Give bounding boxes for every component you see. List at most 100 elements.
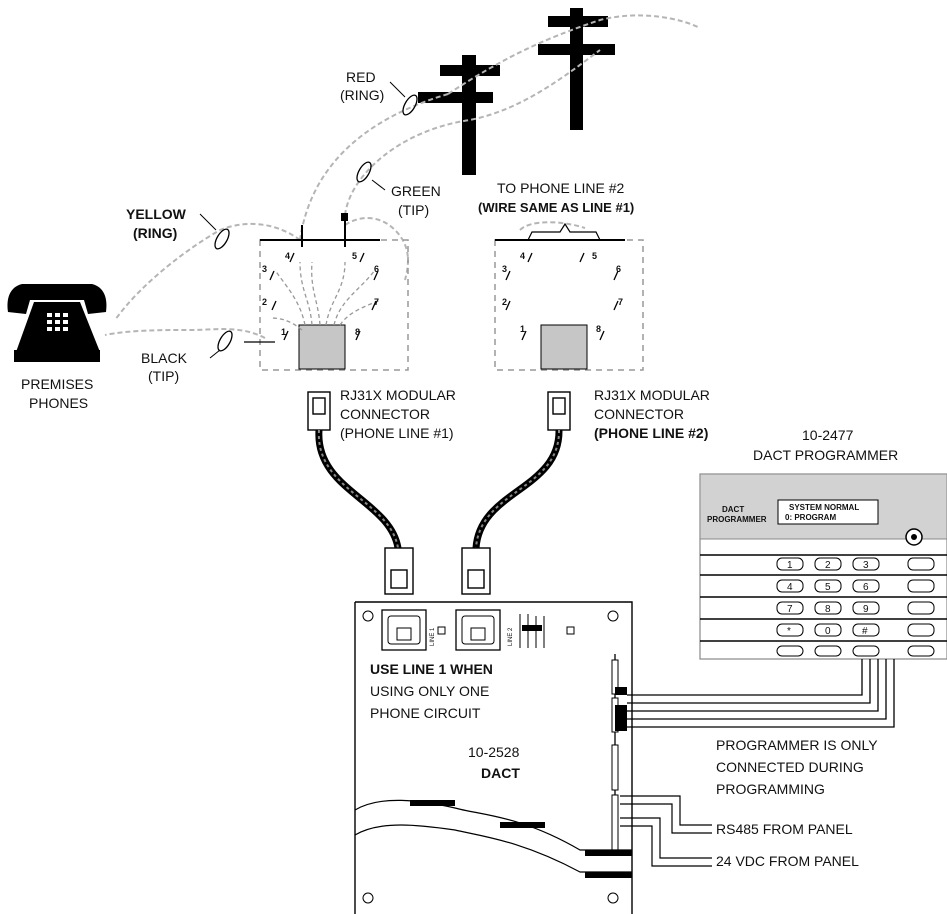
pin-number: 1 [281, 327, 286, 337]
pin-number: 8 [596, 324, 601, 334]
programmer-panel-label: DACT [722, 505, 744, 514]
key-label: * [787, 626, 791, 637]
display-line-1: SYSTEM NORMAL [789, 503, 859, 512]
key-label: 1 [787, 560, 793, 571]
green-wire-marker [356, 161, 372, 183]
black-wire-marker [217, 330, 233, 352]
red-wire-label: RED [346, 69, 376, 85]
modular-cables [307, 391, 571, 595]
pin-number: 7 [374, 297, 379, 307]
telephone-pole-icon [418, 55, 500, 175]
green-wire-sub: (TIP) [398, 202, 429, 218]
terminal-strip [611, 654, 627, 851]
line2-note-2: (WIRE SAME AS LINE #1) [478, 200, 634, 215]
key-8[interactable]: 8 [814, 601, 842, 615]
key-label: 2 [825, 560, 831, 571]
key-label: 8 [825, 604, 831, 615]
panel-wires [620, 795, 712, 867]
programmer-display [777, 499, 879, 525]
key-7[interactable]: 7 [776, 601, 804, 615]
jack2-label-3: (PHONE LINE #2) [594, 425, 708, 441]
telephone-pole-icon [538, 8, 615, 130]
programmer-title: DACT PROGRAMMER [753, 447, 898, 463]
function-keys [907, 557, 935, 657]
pin-number: 1 [520, 324, 525, 334]
rj31x-jack-2: 1 2 3 4 5 6 7 8 [494, 239, 644, 371]
key-label: 3 [863, 560, 869, 571]
pin-number: 4 [285, 251, 290, 261]
key-9[interactable]: 9 [852, 601, 880, 615]
pin-number: 4 [520, 251, 525, 261]
key-star[interactable]: * [776, 623, 804, 637]
pin-number: 3 [502, 264, 507, 274]
function-key[interactable] [907, 579, 935, 593]
premises-label-2: PHONES [29, 395, 88, 411]
key-label: 4 [787, 582, 793, 593]
modular-plug-icon [547, 391, 571, 431]
dact-model: 10-2528 [468, 744, 520, 760]
line1-label: LINE 1 [430, 627, 436, 646]
key-0[interactable]: 0 [814, 623, 842, 637]
telephone-icon [7, 284, 107, 362]
red-wire-marker [402, 94, 418, 116]
pin-number: 7 [618, 297, 623, 307]
programmer-note-line-2: CONNECTED DURING [716, 759, 864, 775]
dact-note-line-2: USING ONLY ONE [370, 683, 489, 699]
programmer-note-line-1: PROGRAMMER IS ONLY [716, 737, 878, 753]
wire-markers [214, 94, 418, 352]
line2-bracket [527, 222, 601, 241]
programmer-cable [627, 659, 895, 728]
jack2-label: RJ31X MODULAR [594, 387, 710, 403]
black-wire-sub: (TIP) [148, 368, 179, 384]
modular-plug-icon [384, 547, 414, 595]
key-3[interactable]: 3 [852, 557, 880, 571]
green-wire-label: GREEN [391, 183, 441, 199]
pin-number: 6 [374, 264, 379, 274]
rj31x-jack-1: 1 2 3 4 5 6 7 8 [244, 213, 409, 371]
function-key[interactable] [907, 645, 935, 657]
line2-jack [455, 609, 575, 651]
key-1[interactable]: 1 [776, 557, 804, 571]
modular-plug-icon [307, 391, 331, 431]
dact-board: LINE 1 LINE 2 USE LINE 1 WHEN USING ONLY… [354, 601, 633, 914]
key-6[interactable]: 6 [852, 579, 880, 593]
yellow-wire-label: YELLOW [126, 206, 187, 222]
key-hash[interactable]: # [852, 623, 880, 637]
pin-number: 5 [352, 251, 357, 261]
function-key[interactable] [907, 601, 935, 615]
pin-number: 2 [502, 297, 507, 307]
yellow-wire-marker [214, 228, 230, 250]
pin-number: 5 [592, 251, 597, 261]
pin-number: 8 [355, 327, 360, 337]
key-label: 5 [825, 582, 831, 593]
pin-number: 2 [262, 297, 267, 307]
jack2-label-2: CONNECTOR [594, 406, 684, 422]
key-label: 7 [787, 604, 793, 615]
key-5[interactable]: 5 [814, 579, 842, 593]
dact-programmer: 10-2477 DACT PROGRAMMER DACT PROGRAMMER … [699, 427, 947, 660]
display-line-2: 0: PROGRAM [785, 513, 836, 522]
red-wire-sub: (RING) [340, 87, 384, 103]
function-key[interactable] [907, 557, 935, 571]
line2-label: LINE 2 [508, 627, 514, 646]
pin-number: 6 [616, 264, 621, 274]
jack1-label-2: CONNECTOR [340, 406, 430, 422]
key-2[interactable]: 2 [814, 557, 842, 571]
modular-plug-icon [461, 547, 491, 595]
power-label: 24 VDC FROM PANEL [716, 853, 859, 869]
rs485-label: RS485 FROM PANEL [716, 821, 853, 837]
function-key[interactable] [907, 623, 935, 637]
key-4[interactable]: 4 [776, 579, 804, 593]
dact-note-line-1: USE LINE 1 WHEN [370, 661, 493, 677]
dact-name: DACT [481, 765, 520, 781]
black-wire-label: BLACK [141, 350, 188, 366]
jack1-label: RJ31X MODULAR [340, 387, 456, 403]
key-label: # [862, 626, 868, 637]
yellow-wire-sub: (RING) [133, 225, 177, 241]
line1-jack [381, 609, 446, 651]
telephone-poles [418, 8, 615, 175]
jack1-label-3: (PHONE LINE #1) [340, 425, 454, 441]
key-label: 0 [825, 626, 831, 637]
wire-leaders [199, 81, 406, 359]
